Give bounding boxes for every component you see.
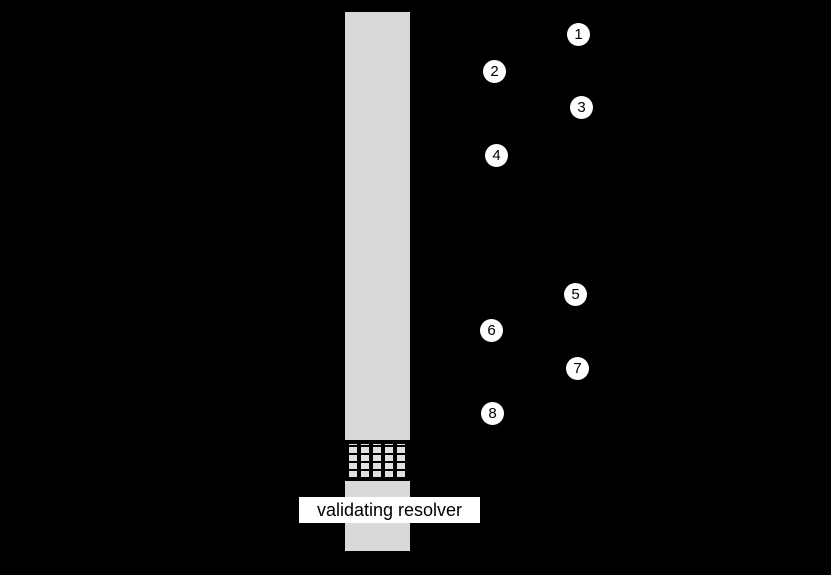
step-marker-5: 5 <box>564 283 587 306</box>
hatched-grid <box>345 440 410 481</box>
step-marker-3: 3 <box>570 96 593 119</box>
step-marker-4: 4 <box>485 144 508 167</box>
step-marker-7: 7 <box>566 357 589 380</box>
resolver-bar <box>345 12 410 551</box>
step-marker-8: 8 <box>481 402 504 425</box>
validating-resolver-label: validating resolver <box>299 497 480 523</box>
step-marker-2: 2 <box>483 60 506 83</box>
step-marker-1: 1 <box>567 23 590 46</box>
step-marker-6: 6 <box>480 319 503 342</box>
